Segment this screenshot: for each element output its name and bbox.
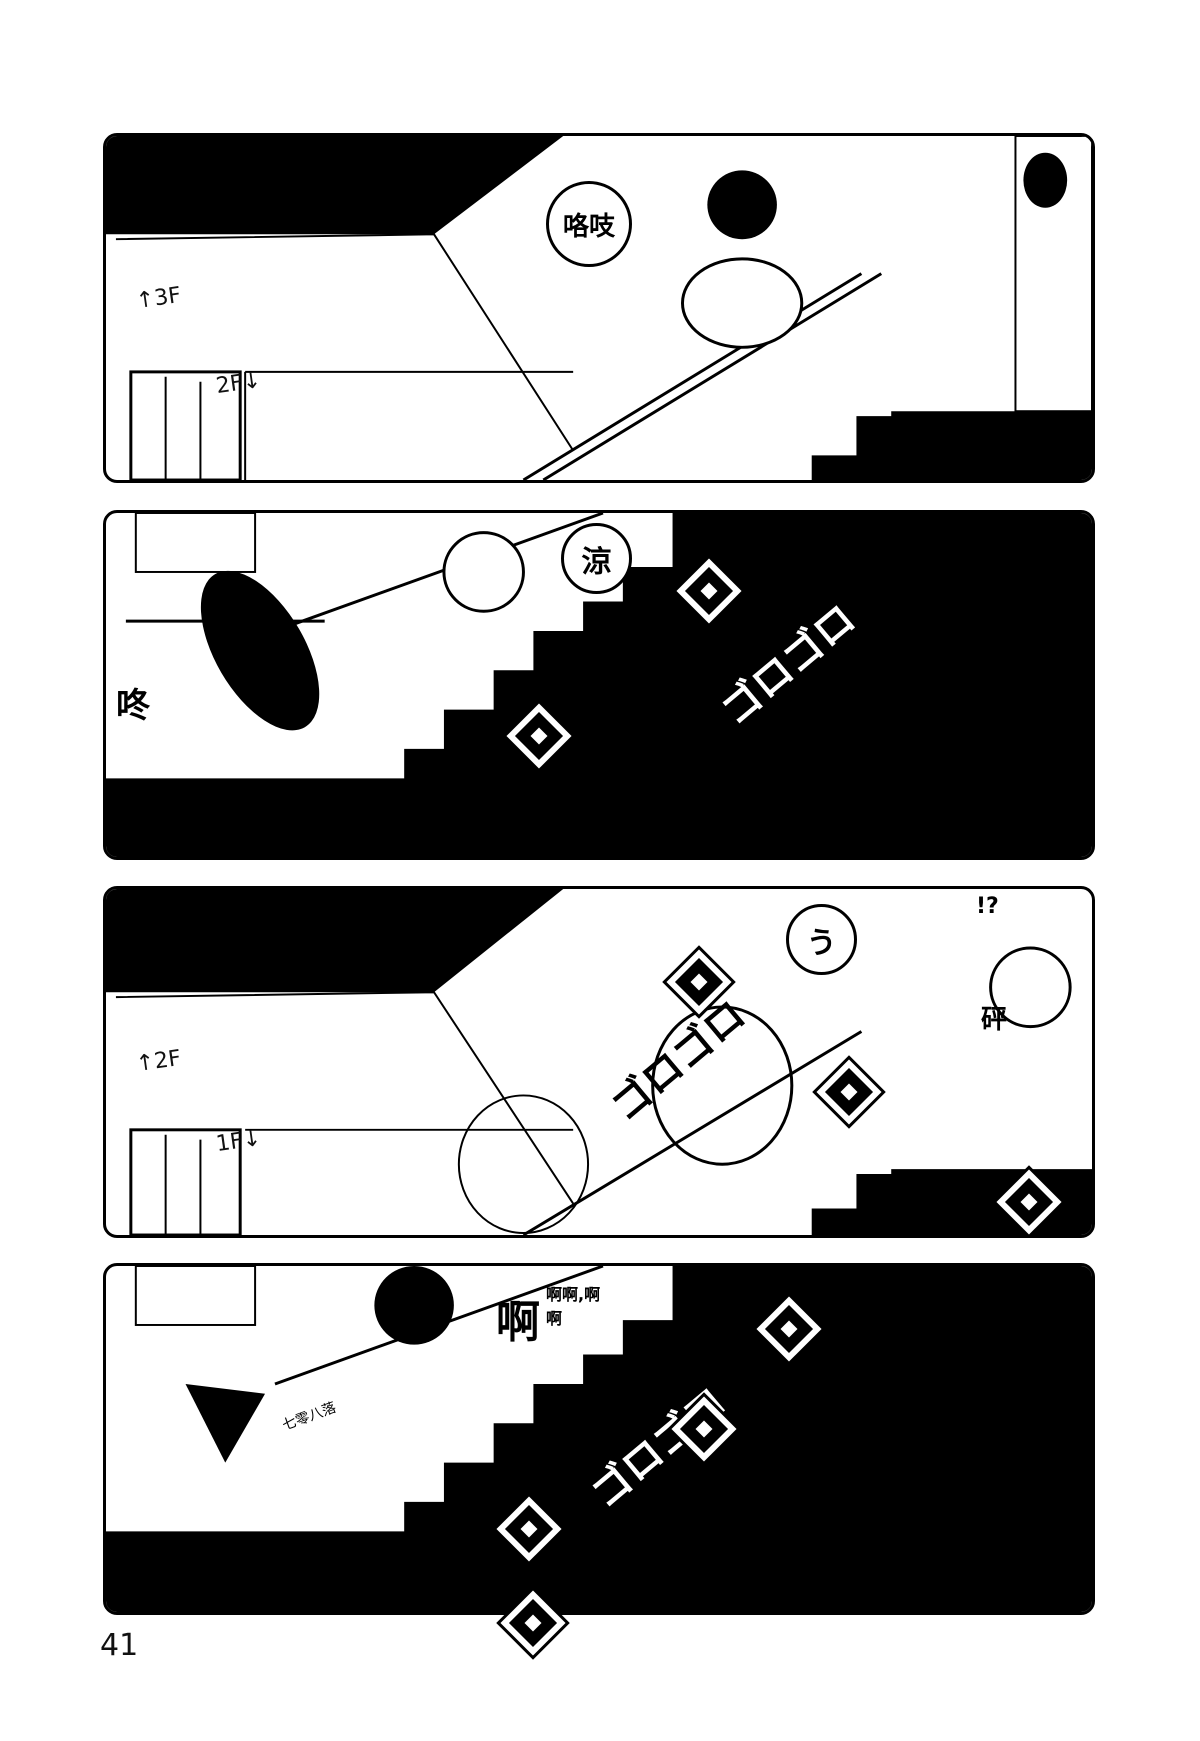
stairwell-illustration	[106, 1266, 1092, 1612]
sfx-bubble: 咯吱	[546, 181, 632, 267]
comic-panel-2: 咚 涼 ゴロゴロ	[103, 510, 1095, 860]
sfx-thud: 咚	[116, 686, 150, 726]
stairwell-illustration	[106, 513, 1092, 857]
sfx-bubble: う	[786, 904, 857, 975]
page-number: 41	[100, 1628, 139, 1663]
sfx-surprise: !?	[976, 894, 999, 919]
sfx-scream-small: 啊啊,啊啊	[546, 1285, 601, 1328]
stairwell-illustration	[106, 889, 1092, 1235]
sfx-bang: 砰	[981, 1005, 1008, 1035]
comic-panel-3: ↑2F 1F↓ う !? 砰 ゴロゴロ	[103, 886, 1095, 1238]
stairwell-illustration	[106, 136, 1092, 480]
comic-panel-4: 啊 啊啊,啊啊 七零八落 ゴロゴロ	[103, 1263, 1095, 1615]
comic-panel-1: ↑3F 2F↓ 咯吱	[103, 133, 1095, 483]
sfx-bubble: 涼	[561, 523, 632, 594]
sfx-scream: 啊	[496, 1297, 540, 1348]
